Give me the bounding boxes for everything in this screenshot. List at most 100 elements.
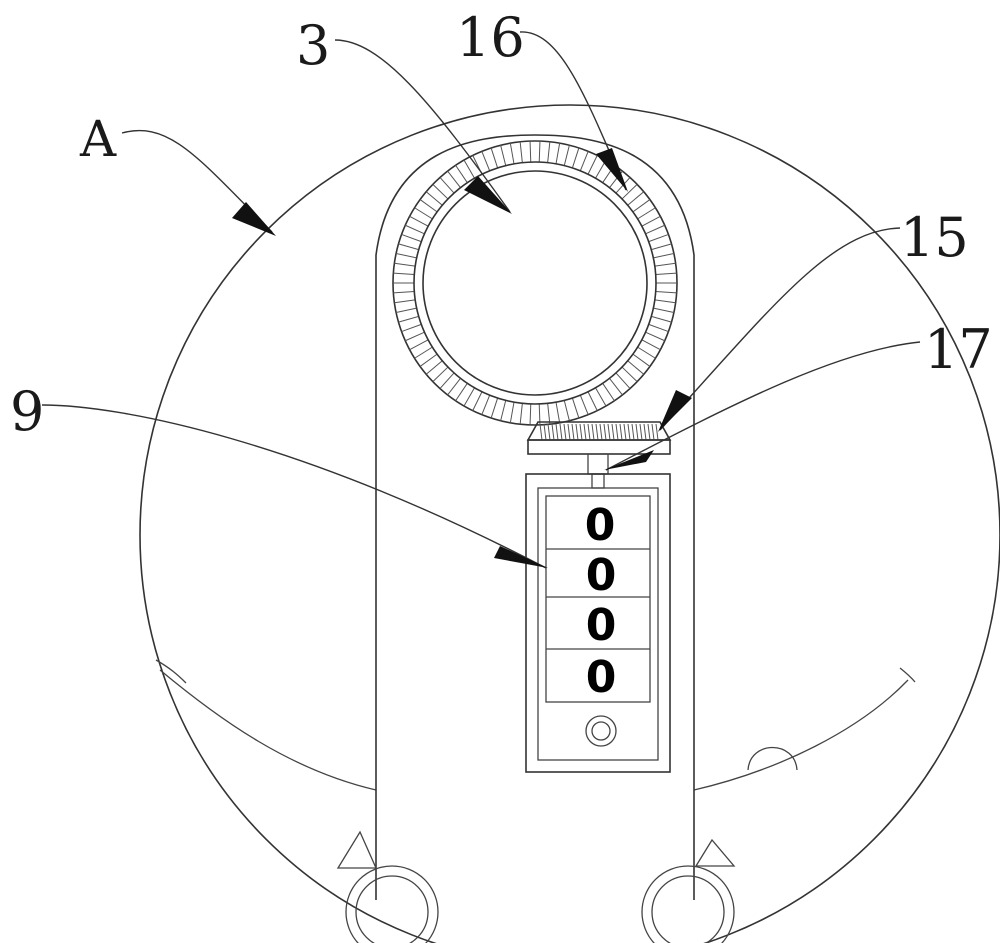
gear-tooth <box>409 339 429 351</box>
rack-tooth <box>611 423 615 441</box>
counter-digit-2: 0 <box>586 550 617 601</box>
rack-tooth <box>619 423 623 441</box>
gear-tooth <box>653 252 675 259</box>
rack-tooth <box>627 423 631 441</box>
leader-15 <box>658 227 901 432</box>
gear-tooth <box>419 353 438 367</box>
leader-16 <box>519 31 628 192</box>
counter-digit-3: 0 <box>586 600 617 651</box>
rack-tooth <box>551 423 555 441</box>
gear-tooth <box>405 224 425 235</box>
gear-tooth <box>547 403 551 425</box>
bracket-arm <box>375 134 695 900</box>
gear-tooth <box>425 191 443 206</box>
reset-button <box>585 715 617 747</box>
gear-tooth <box>398 243 419 251</box>
gear-tooth <box>538 141 541 163</box>
gear-tooth <box>654 262 676 267</box>
gear-teeth <box>393 141 677 425</box>
gear-tooth <box>555 143 561 164</box>
gear-tooth <box>519 403 523 425</box>
gear-tooth <box>394 299 416 304</box>
gear-tooth <box>500 400 507 421</box>
gear-tooth <box>641 215 661 227</box>
gear-tooth <box>595 387 607 407</box>
rack-tooth <box>623 423 627 441</box>
detail-circle <box>139 104 1000 943</box>
housing-curve-left-inner <box>155 659 187 684</box>
gear-tooth <box>571 147 580 169</box>
rack-tooth <box>635 423 639 441</box>
gear-tooth <box>609 378 623 396</box>
housing-curve-right <box>693 679 909 791</box>
label-part-16: 16 <box>456 6 525 69</box>
gear-tooth <box>529 141 532 163</box>
gear-tooth <box>579 395 589 415</box>
rack-tooth <box>539 423 543 441</box>
housing-curve-right-inner <box>899 667 916 683</box>
gear-tooth <box>409 215 429 227</box>
gear-tooth <box>655 290 677 294</box>
gear-ring <box>392 140 678 426</box>
gear-tooth <box>394 262 416 267</box>
gear-tooth <box>563 145 570 166</box>
gear-tooth <box>447 170 461 188</box>
wheel-left <box>345 865 439 943</box>
rack-tooth <box>651 423 655 441</box>
gear-tooth <box>637 207 656 220</box>
rack-tooth <box>547 423 551 441</box>
gear-tooth <box>655 272 677 276</box>
gear-tooth <box>641 339 661 351</box>
gear-tooth <box>509 143 515 164</box>
rack-tooth <box>647 423 651 441</box>
leader-9 <box>41 404 548 569</box>
gear-tooth <box>519 141 523 163</box>
gear-tooth <box>414 346 433 359</box>
gear-tooth <box>432 183 449 200</box>
gear-tooth <box>414 207 433 220</box>
gear-tooth <box>621 366 638 383</box>
gear-tooth <box>651 243 672 251</box>
rack-tooth <box>615 423 619 441</box>
gear-tooth <box>637 346 656 359</box>
gear-tooth <box>393 272 415 276</box>
gear-tooth <box>439 372 455 389</box>
gear-tooth <box>654 299 676 304</box>
label-part-3: 3 <box>296 14 330 77</box>
gear-tooth <box>432 366 449 383</box>
gear-tooth <box>615 372 631 389</box>
gear-tooth <box>401 323 422 333</box>
gear-tooth <box>463 387 475 407</box>
gear-tooth <box>587 155 598 175</box>
label-detail-a: A <box>79 110 117 168</box>
gear-tooth <box>645 331 665 342</box>
gear-tooth <box>405 331 425 342</box>
gear-tooth <box>627 191 645 206</box>
gear-tooth <box>490 147 499 169</box>
gear-tooth <box>395 307 417 314</box>
rack-tooth <box>631 423 635 441</box>
gear-tooth <box>500 145 507 166</box>
rack-tooth <box>575 423 579 441</box>
gear-tooth <box>627 360 645 375</box>
gear-tooth <box>621 183 638 200</box>
gear-tooth <box>455 164 468 183</box>
rack <box>526 421 672 455</box>
rack-tooth <box>543 423 547 441</box>
wheel-right <box>641 865 735 943</box>
rack-tooth <box>563 423 567 441</box>
gear-tooth <box>555 402 561 423</box>
gear-tooth <box>472 391 483 411</box>
label-part-15: 15 <box>900 206 969 269</box>
rack-tooth <box>607 423 611 441</box>
gear-tooth <box>632 353 651 367</box>
gear-tooth <box>645 224 665 235</box>
gear-tooth <box>509 402 515 423</box>
leader-17 <box>604 341 921 471</box>
connecting-shaft <box>587 453 609 489</box>
rack-tooth <box>567 423 571 441</box>
gear-tooth <box>419 199 438 213</box>
rack-tooth <box>559 423 563 441</box>
gear-tooth <box>455 383 468 402</box>
